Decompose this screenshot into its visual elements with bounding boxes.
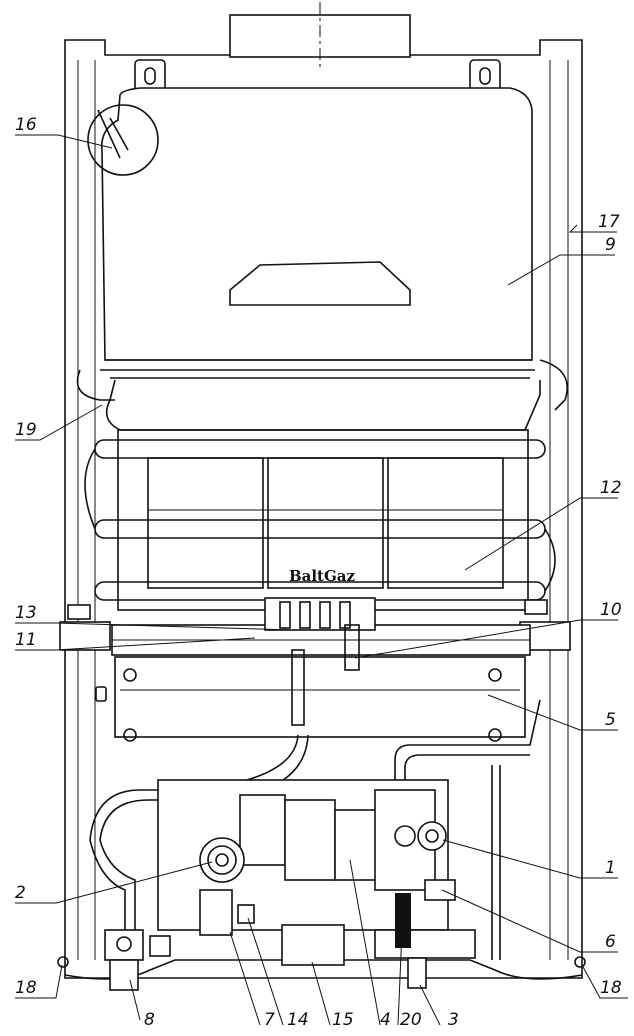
draught-sensor-icon — [97, 109, 129, 159]
callout-9: 9 — [605, 235, 616, 255]
flue-hood — [87, 87, 535, 379]
gas-water-unit — [149, 779, 476, 989]
callout-2: 2 — [15, 883, 26, 903]
callout-20: 20 — [400, 1010, 422, 1030]
callout-18-left: 18 — [15, 978, 37, 998]
callout-14: 14 — [287, 1010, 309, 1030]
control-box — [281, 924, 345, 966]
water-valve-spring-icon — [395, 893, 411, 948]
callout-3: 3 — [448, 1010, 459, 1030]
callout-numbers: 16 17 9 19 12 13 10 11 5 1 2 6 18 18 8 7… — [15, 115, 622, 1030]
heat-exchanger — [76, 359, 568, 601]
leader-lines — [15, 134, 628, 1026]
callout-19: 19 — [15, 420, 37, 440]
burner-assembly — [59, 597, 571, 742]
callout-18-right: 18 — [600, 978, 622, 998]
mount-bracket-right — [469, 59, 501, 93]
brand-label: BaltGaz — [289, 567, 356, 585]
draught-sensor-detail — [87, 104, 159, 176]
callout-15: 15 — [332, 1010, 354, 1030]
callout-7: 7 — [264, 1010, 275, 1030]
callout-13: 13 — [15, 603, 37, 623]
callout-8: 8 — [144, 1010, 155, 1030]
flue-outlet — [229, 2, 411, 70]
callout-1: 1 — [605, 858, 616, 878]
callout-4: 4 — [380, 1010, 391, 1030]
callout-11: 11 — [15, 630, 37, 650]
callout-6: 6 — [605, 932, 616, 952]
back-frame — [64, 39, 583, 980]
callout-5: 5 — [605, 710, 616, 730]
screw-left-icon — [57, 956, 69, 968]
screw-right-icon — [574, 956, 586, 968]
gas-inlet — [104, 929, 144, 991]
callout-16: 16 — [15, 115, 37, 135]
callout-12: 12 — [600, 478, 622, 498]
callout-10: 10 — [600, 600, 622, 620]
callout-17: 17 — [598, 212, 620, 232]
ignition-electrode-icon — [344, 624, 360, 671]
